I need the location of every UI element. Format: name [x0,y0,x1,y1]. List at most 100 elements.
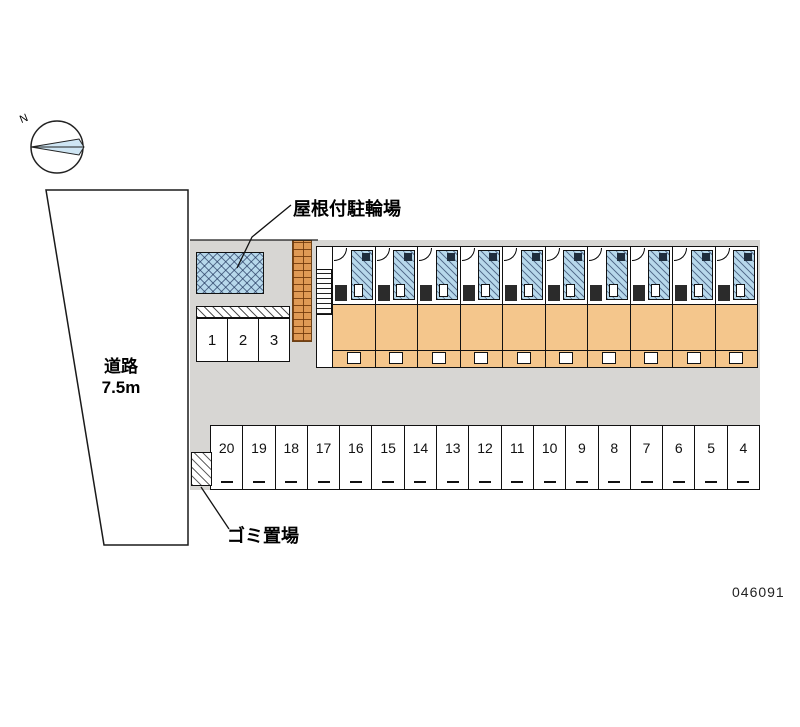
unit-entry-area [630,247,672,304]
parking-stall: 17 [308,426,341,489]
stall-number: 9 [578,440,586,456]
unit-room [375,304,417,350]
balcony-window [729,352,744,364]
unit-entry-area [715,247,757,304]
unit-entry-area [418,247,460,304]
stall-number: 18 [283,440,300,456]
wheel-stop-icon [220,480,233,483]
wheel-stop-icon [446,480,459,483]
apartment-building [316,246,758,368]
parking-stall: 20 [211,426,244,489]
wheel-stop-icon [511,480,524,483]
toilet-icon [566,284,575,297]
unit-balcony [588,350,630,367]
kitchen-unit [717,285,730,301]
toilet-icon [396,284,405,297]
unit-bathroom [733,250,755,300]
door-arc-icon [589,248,602,261]
kitchen-unit [335,285,347,301]
unit-room [418,304,460,350]
kitchen-unit [462,285,475,301]
unit-room [545,304,587,350]
toilet-icon [353,284,363,297]
stall-number: 17 [315,440,332,456]
fixture-icon [701,253,710,261]
fixture-icon [446,253,455,261]
unit-room [715,304,757,350]
balcony-window [686,352,701,364]
parking-stall: 15 [372,426,405,489]
fixture-icon [659,253,667,261]
stall-number: 5 [707,440,715,456]
wheel-stop-icon [252,480,265,483]
wheel-stop-icon [543,480,556,483]
unit-room [333,304,375,350]
toilet-icon [438,284,448,297]
balcony-window [431,352,446,364]
stall-number: 7 [642,440,651,456]
door-arc-icon [716,248,730,261]
balcony-window [474,352,489,364]
door-arc-icon [461,248,475,261]
wheel-stop-icon [737,480,750,483]
door-arc-icon [334,248,347,261]
unit-bathroom [393,250,415,300]
balcony-window [559,352,574,364]
fixture-icon [489,253,497,261]
fixture-icon [744,253,752,261]
road-width-label: 7.5m [101,378,141,397]
unit-bathroom [648,250,670,300]
kitchen-unit [505,285,517,301]
wheel-stop-icon [575,480,588,483]
stall-number: 15 [380,440,396,456]
fixture-icon [616,253,625,261]
kitchen-unit [377,285,390,301]
stall-number: 8 [610,440,619,456]
parking-stall: 10 [534,426,567,489]
wheel-stop-icon [672,480,685,483]
stall-number: 16 [348,440,364,456]
apartment-unit [374,247,417,367]
toilet-icon [481,284,490,297]
apartment-unit [332,247,375,367]
garbage-area-box [191,452,212,486]
wheel-stop-icon [705,480,718,483]
parking-stall: 9 [566,426,599,489]
parking-stall: 6 [663,426,696,489]
door-arc-icon [631,248,645,261]
compass-icon [30,120,85,174]
door-arc-icon [674,248,687,261]
kitchen-unit [675,285,687,301]
apartment-unit [502,247,545,367]
parking-stall: 12 [469,426,502,489]
brick-wall [292,240,312,342]
kitchen-unit [420,285,432,301]
wheel-stop-icon [349,480,362,483]
parking-edge-hatch [196,306,290,318]
plan-number: 046091 [732,584,785,600]
unit-balcony [333,350,375,367]
garbage-leader-line [200,486,230,530]
fixture-icon [531,253,540,261]
unit-bathroom [520,250,543,300]
parking-stall: 8 [599,426,631,489]
unit-room [460,304,502,350]
balcony-window [346,352,361,364]
parking-stall: 18 [276,426,308,489]
parking-stall: 11 [502,426,534,489]
unit-balcony [418,350,460,367]
stall-number: 4 [739,440,748,456]
parking-stall: 3 [269,331,279,349]
wheel-stop-icon [414,480,427,483]
stall-number: 11 [510,440,525,456]
stall-number: 19 [251,440,267,456]
road-name-label: 道路 [104,357,138,376]
fixture-icon [361,253,370,261]
toilet-icon [651,284,660,297]
parking-stall: 13 [437,426,470,489]
unit-room [673,304,715,350]
garbage-area-label: ゴミ置場 [227,526,299,546]
unit-bathroom [605,250,628,300]
parking-stall: 2 [228,319,259,361]
